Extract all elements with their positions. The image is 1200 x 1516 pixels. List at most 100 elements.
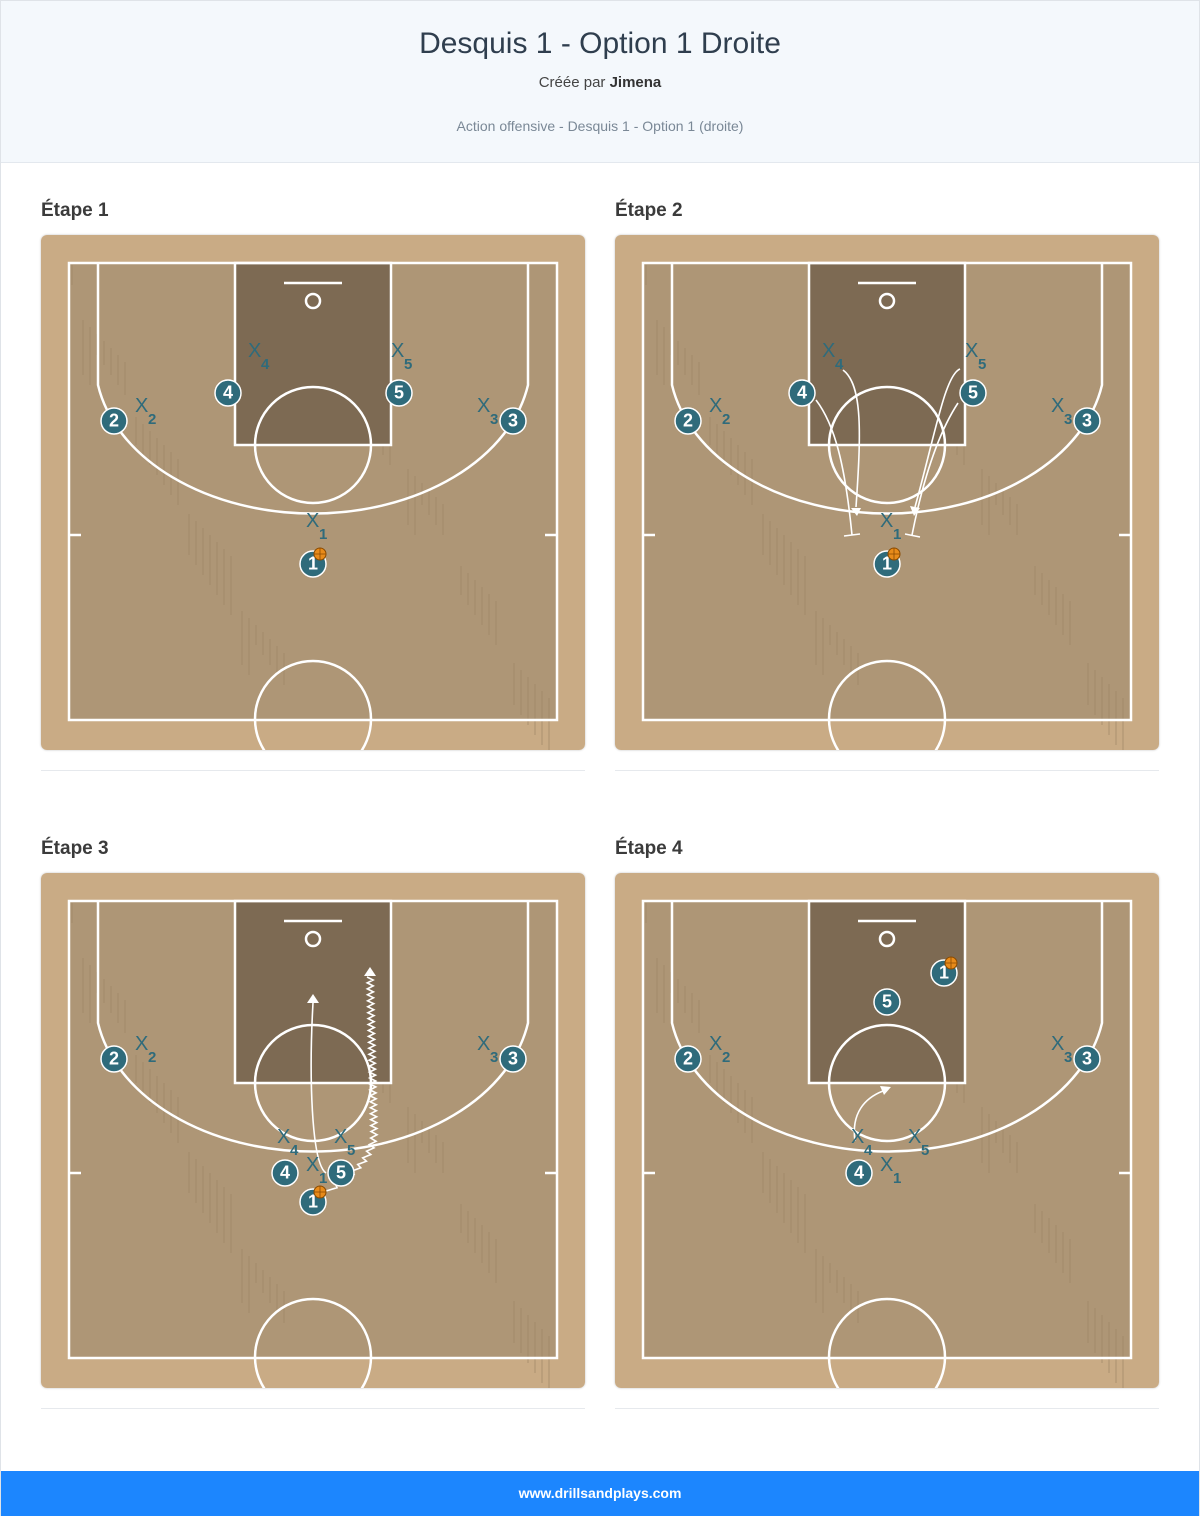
svg-text:5: 5: [978, 356, 986, 373]
defender-x3: X3: [477, 395, 498, 428]
svg-text:4: 4: [854, 1163, 864, 1183]
screen-path-5: [904, 368, 961, 538]
player-4: 4: [214, 379, 242, 407]
svg-text:1: 1: [893, 1170, 901, 1187]
player-5: 5: [327, 1159, 355, 1187]
key-lines: [233, 261, 393, 447]
basket-icon: [878, 930, 896, 948]
defender-x5: X5: [908, 1126, 929, 1159]
svg-text:X: X: [306, 1154, 319, 1176]
page-subtitle: Action offensive - Desquis 1 - Option 1 …: [456, 118, 744, 134]
defender-x5: X5: [334, 1126, 355, 1159]
defender-x2: X2: [135, 395, 156, 428]
svg-text:3: 3: [508, 1049, 518, 1069]
ball-icon: [313, 547, 327, 561]
key-lines: [807, 261, 967, 447]
page-title: Desquis 1 - Option 1 Droite: [419, 27, 781, 60]
svg-text:5: 5: [336, 1163, 346, 1183]
svg-text:1: 1: [308, 1192, 318, 1212]
player-4: 4: [845, 1159, 873, 1187]
step-divider: [615, 770, 1159, 771]
player-2: 2: [674, 407, 702, 435]
svg-text:X: X: [477, 1033, 490, 1055]
free-throw-circle: [253, 385, 373, 505]
svg-text:2: 2: [148, 411, 156, 428]
player-3: 3: [499, 407, 527, 435]
svg-text:5: 5: [404, 356, 412, 373]
ball-icon: [887, 547, 901, 561]
basket-icon: [304, 292, 322, 310]
svg-text:X: X: [248, 340, 261, 362]
three-point-line: [96, 263, 530, 515]
free-throw-circle: [827, 1023, 947, 1143]
defender-x2: X2: [709, 1033, 730, 1066]
player-5: 5: [385, 379, 413, 407]
center-circle: [827, 1297, 947, 1388]
svg-text:4: 4: [864, 1142, 873, 1159]
defender-x5: X5: [391, 340, 412, 373]
defender-x3: X3: [1051, 1033, 1072, 1066]
svg-text:4: 4: [290, 1142, 299, 1159]
svg-text:X: X: [880, 1154, 893, 1176]
player-2: 2: [674, 1045, 702, 1073]
svg-text:3: 3: [1082, 1049, 1092, 1069]
player-5: 5: [873, 988, 901, 1016]
svg-text:X: X: [709, 1033, 722, 1055]
defender-x5: X5: [965, 340, 986, 373]
defender-x2: X2: [135, 1033, 156, 1066]
svg-text:1: 1: [882, 554, 892, 574]
svg-text:X: X: [965, 340, 978, 362]
svg-text:1: 1: [939, 963, 949, 983]
svg-text:1: 1: [319, 1170, 327, 1187]
player-3: 3: [1073, 407, 1101, 435]
basket-icon: [878, 292, 896, 310]
svg-text:3: 3: [490, 411, 498, 428]
svg-text:1: 1: [308, 554, 318, 574]
defender-x1: X1: [306, 1154, 327, 1187]
svg-text:5: 5: [394, 383, 404, 403]
footer-link[interactable]: www.drillsandplays.com: [1, 1471, 1199, 1516]
svg-text:4: 4: [223, 383, 233, 403]
defender-x2: X2: [709, 395, 730, 428]
svg-text:X: X: [277, 1126, 290, 1148]
svg-text:2: 2: [683, 411, 693, 431]
defender-x4: X4: [277, 1126, 299, 1159]
basket-icon: [304, 930, 322, 948]
player-5: 5: [959, 379, 987, 407]
defender-x4: X4: [822, 340, 844, 373]
svg-text:4: 4: [835, 356, 844, 373]
dribble-path-1: [325, 967, 379, 1192]
svg-text:2: 2: [109, 411, 119, 431]
svg-text:1: 1: [319, 526, 327, 543]
svg-text:X: X: [306, 510, 319, 532]
step-title: Étape 3: [41, 838, 109, 859]
center-circle: [827, 659, 947, 750]
svg-text:5: 5: [882, 992, 892, 1012]
svg-text:X: X: [391, 340, 404, 362]
svg-text:5: 5: [347, 1142, 355, 1159]
player-2: 2: [100, 1045, 128, 1073]
center-circle: [253, 659, 373, 750]
svg-text:3: 3: [1082, 411, 1092, 431]
svg-text:X: X: [880, 510, 893, 532]
svg-text:X: X: [908, 1126, 921, 1148]
player-3: 3: [1073, 1045, 1101, 1073]
three-point-line: [670, 901, 1104, 1153]
svg-text:3: 3: [508, 411, 518, 431]
ball-icon: [313, 1185, 327, 1199]
svg-text:5: 5: [968, 383, 978, 403]
svg-text:3: 3: [490, 1049, 498, 1066]
svg-text:X: X: [851, 1126, 864, 1148]
svg-text:X: X: [334, 1126, 347, 1148]
three-point-line: [670, 263, 1104, 515]
svg-text:4: 4: [797, 383, 807, 403]
paint-area: [235, 901, 391, 1083]
svg-text:4: 4: [280, 1163, 290, 1183]
ball-icon: [944, 956, 958, 970]
svg-text:X: X: [822, 340, 835, 362]
author-prefix: Créée par: [538, 74, 606, 91]
cut-path-1: [307, 994, 327, 1174]
three-point-line: [96, 901, 530, 1153]
cut-path-4: [853, 1086, 891, 1142]
